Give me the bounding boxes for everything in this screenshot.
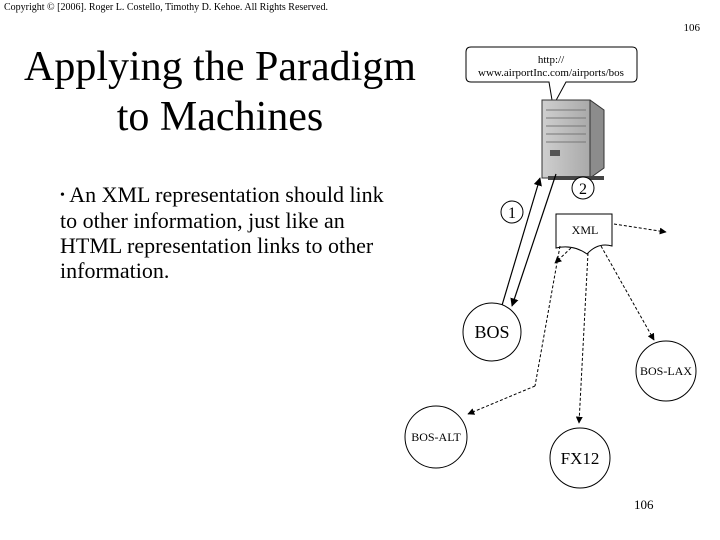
bullet-point: • An XML representation should link to o… xyxy=(60,182,390,283)
node-fx12: FX12 xyxy=(549,427,611,489)
svg-text:BOS-ALT: BOS-ALT xyxy=(411,430,461,444)
xml-label: XML xyxy=(572,223,599,237)
link-bos-alt-stem xyxy=(534,245,561,387)
link-bos-alt xyxy=(467,385,536,415)
request-arrow xyxy=(499,177,542,313)
copyright-notice: Copyright © [2006]. Roger L. Costello, T… xyxy=(4,2,328,13)
slide-title: Applying the Paradigm to Machines xyxy=(0,42,440,142)
step-1-marker: 1 xyxy=(500,200,524,224)
node-bos-lax: BOS-LAX xyxy=(635,340,697,402)
link-short xyxy=(554,247,572,264)
link-fx12 xyxy=(575,252,589,424)
link-bos-lax xyxy=(600,245,655,341)
title-line-1: Applying the Paradigm xyxy=(24,44,416,90)
svg-text:FX12: FX12 xyxy=(561,449,600,468)
bullet-dot: • xyxy=(60,188,65,203)
server-icon xyxy=(541,99,605,180)
page-number-top: 106 xyxy=(683,22,701,34)
link-offpage xyxy=(613,223,667,235)
svg-text:2: 2 xyxy=(579,181,587,198)
url-line-2: www.airportInc.com/airports/bos xyxy=(478,67,624,79)
page-number-bottom: 106 xyxy=(634,497,654,512)
bullet-text: An XML representation should link to oth… xyxy=(60,182,384,283)
svg-text:BOS: BOS xyxy=(474,322,509,342)
title-line-2: to Machines xyxy=(116,94,324,140)
step-2-marker: 2 xyxy=(571,176,595,200)
node-bos: BOS xyxy=(462,302,522,362)
svg-text:BOS-LAX: BOS-LAX xyxy=(640,364,692,378)
url-callout: http:// www.airportInc.com/airports/bos xyxy=(465,46,638,108)
node-bos-alt: BOS-ALT xyxy=(404,405,468,469)
svg-text:1: 1 xyxy=(508,205,516,222)
response-arrow xyxy=(510,173,557,307)
xml-document: XML xyxy=(555,213,613,255)
url-line-1: http:// xyxy=(538,54,565,66)
